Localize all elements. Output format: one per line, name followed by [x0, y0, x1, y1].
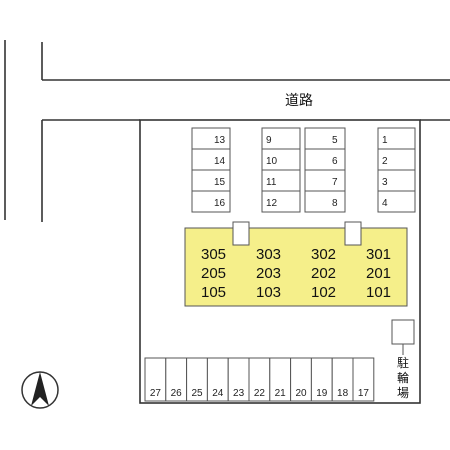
parking-space-number: 27	[150, 388, 162, 399]
parking-space-number: 19	[316, 388, 328, 399]
parking-space-number: 18	[337, 388, 349, 399]
parking-space	[191, 190, 231, 213]
room-number: 103	[256, 284, 281, 301]
parking-space-number: 10	[266, 156, 278, 167]
road-label: 道路	[285, 93, 313, 109]
room-number: 302	[311, 246, 336, 263]
parking-space-number: 24	[212, 388, 224, 399]
bike-parking-marker	[391, 319, 415, 345]
parking-space	[304, 190, 346, 213]
parking-column-4: 1 2 3 4	[377, 127, 416, 213]
room-number: 305	[201, 246, 226, 263]
building-entrance	[344, 221, 362, 246]
parking-space-number: 1	[382, 135, 388, 146]
parking-space-number: 12	[266, 198, 278, 209]
room-number: 203	[256, 265, 281, 282]
room-number: 101	[366, 284, 391, 301]
parking-column-2: 9 10 11 12	[261, 127, 301, 213]
room-number: 301	[366, 246, 391, 263]
parking-column-1: 13 14 15 16	[191, 127, 231, 213]
parking-space-number: 26	[171, 388, 183, 399]
parking-space-number: 3	[382, 177, 388, 188]
parking-space	[304, 148, 346, 171]
parking-space-number: 11	[266, 177, 277, 188]
building-entrance	[232, 221, 250, 246]
bike-parking-label: 輪	[397, 370, 409, 385]
building	[184, 227, 408, 307]
parking-space-number: 25	[191, 388, 203, 399]
parking-space-number: 13	[214, 135, 226, 146]
room-number: 102	[311, 284, 336, 301]
parking-space-number: 23	[233, 388, 245, 399]
room-number: 201	[366, 265, 391, 282]
parking-space	[377, 190, 416, 213]
parking-space-number: 16	[214, 198, 226, 209]
parking-space-number: 22	[254, 388, 266, 399]
parking-space-number: 17	[358, 388, 370, 399]
parking-column-3: 5 6 7 8	[304, 127, 346, 213]
parking-space-number: 4	[382, 198, 388, 209]
parking-space-number: 9	[266, 135, 272, 146]
parking-row-bottom: 27 26 25 24 23 22 21 20 19 18 17	[144, 357, 375, 402]
parking-space-number: 14	[214, 156, 226, 167]
parking-space-number: 21	[275, 388, 287, 399]
north-arrow-icon	[21, 371, 59, 409]
road-edges	[4, 40, 450, 222]
bike-parking-label: 駐	[397, 355, 409, 370]
parking-space	[304, 127, 346, 150]
bike-parking-label: 場	[397, 386, 409, 400]
room-number: 303	[256, 246, 281, 263]
room-number: 105	[201, 284, 226, 301]
room-number: 205	[201, 265, 226, 282]
property-boundary	[139, 119, 421, 404]
parking-space-number: 15	[214, 177, 226, 188]
room-number: 202	[311, 265, 336, 282]
bike-parking: 駐 輪 場	[391, 319, 415, 400]
parking-space-number: 5	[332, 135, 338, 146]
parking-space	[261, 190, 301, 213]
room-numbers: 305 303 302 301 205 203 202 201 105 103 …	[201, 246, 391, 301]
parking-space-number: 20	[295, 388, 307, 399]
parking-space-number: 7	[332, 177, 338, 188]
parking-space-number: 6	[332, 156, 338, 167]
parking-space-number: 8	[332, 198, 338, 209]
parking-space	[352, 357, 375, 402]
parking-space	[304, 169, 346, 192]
parking-space-number: 2	[382, 156, 388, 167]
